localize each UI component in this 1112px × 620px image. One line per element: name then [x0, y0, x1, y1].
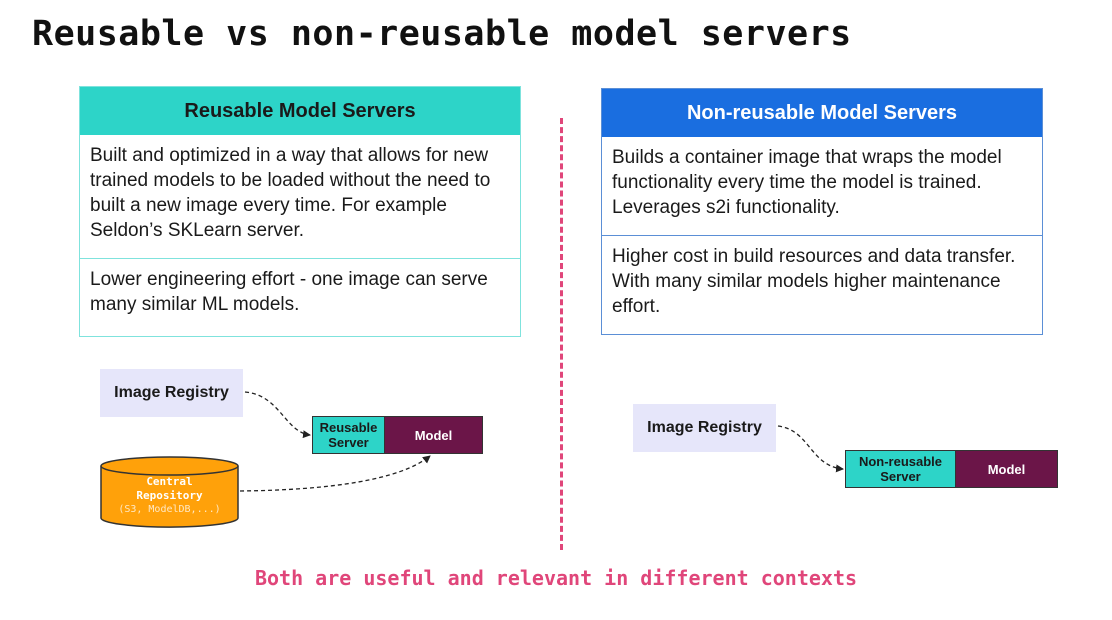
non-reusable-panel-header: Non-reusable Model Servers: [602, 89, 1042, 137]
non-reusable-panel-description: Builds a container image that wraps the …: [602, 137, 1042, 236]
page-title: Reusable vs non-reusable model servers: [32, 14, 852, 54]
arrow-registry-to-reusable-server: [244, 391, 311, 439]
repository-examples: (S3, ModelDB,...): [118, 504, 221, 515]
left-model-label: Model: [385, 417, 482, 453]
repository-title-line1: Central: [146, 475, 193, 488]
reusable-server-box: Reusable Server Model: [312, 416, 483, 454]
reusable-server-label: Reusable Server: [313, 417, 385, 453]
right-image-registry: Image Registry: [633, 404, 776, 452]
non-reusable-panel-cost: Higher cost in build resources and data …: [612, 246, 1016, 317]
database-cylinder-icon: [100, 456, 239, 528]
central-repository: Central Repository (S3, ModelDB,...): [100, 475, 239, 517]
footer-note: Both are useful and relevant in differen…: [254, 566, 858, 590]
reusable-panel-description: Built and optimized in a way that allows…: [80, 135, 520, 259]
reusable-panel: Reusable Model Servers Built and optimiz…: [79, 86, 521, 337]
reusable-panel-header: Reusable Model Servers: [80, 87, 520, 135]
non-reusable-server-box: Non-reusable Server Model: [845, 450, 1058, 488]
repository-title-line2: Repository: [136, 489, 203, 502]
arrow-repository-to-model: [239, 455, 431, 492]
non-reusable-panel: Non-reusable Model Servers Builds a cont…: [601, 88, 1043, 335]
center-divider: [560, 118, 563, 550]
reusable-panel-effort: Lower engineering effort - one image can…: [90, 269, 488, 315]
non-reusable-server-label: Non-reusable Server: [846, 451, 956, 487]
left-image-registry: Image Registry: [100, 369, 243, 417]
arrow-registry-to-non-reusable-server: [777, 425, 844, 473]
right-model-label: Model: [956, 451, 1057, 487]
